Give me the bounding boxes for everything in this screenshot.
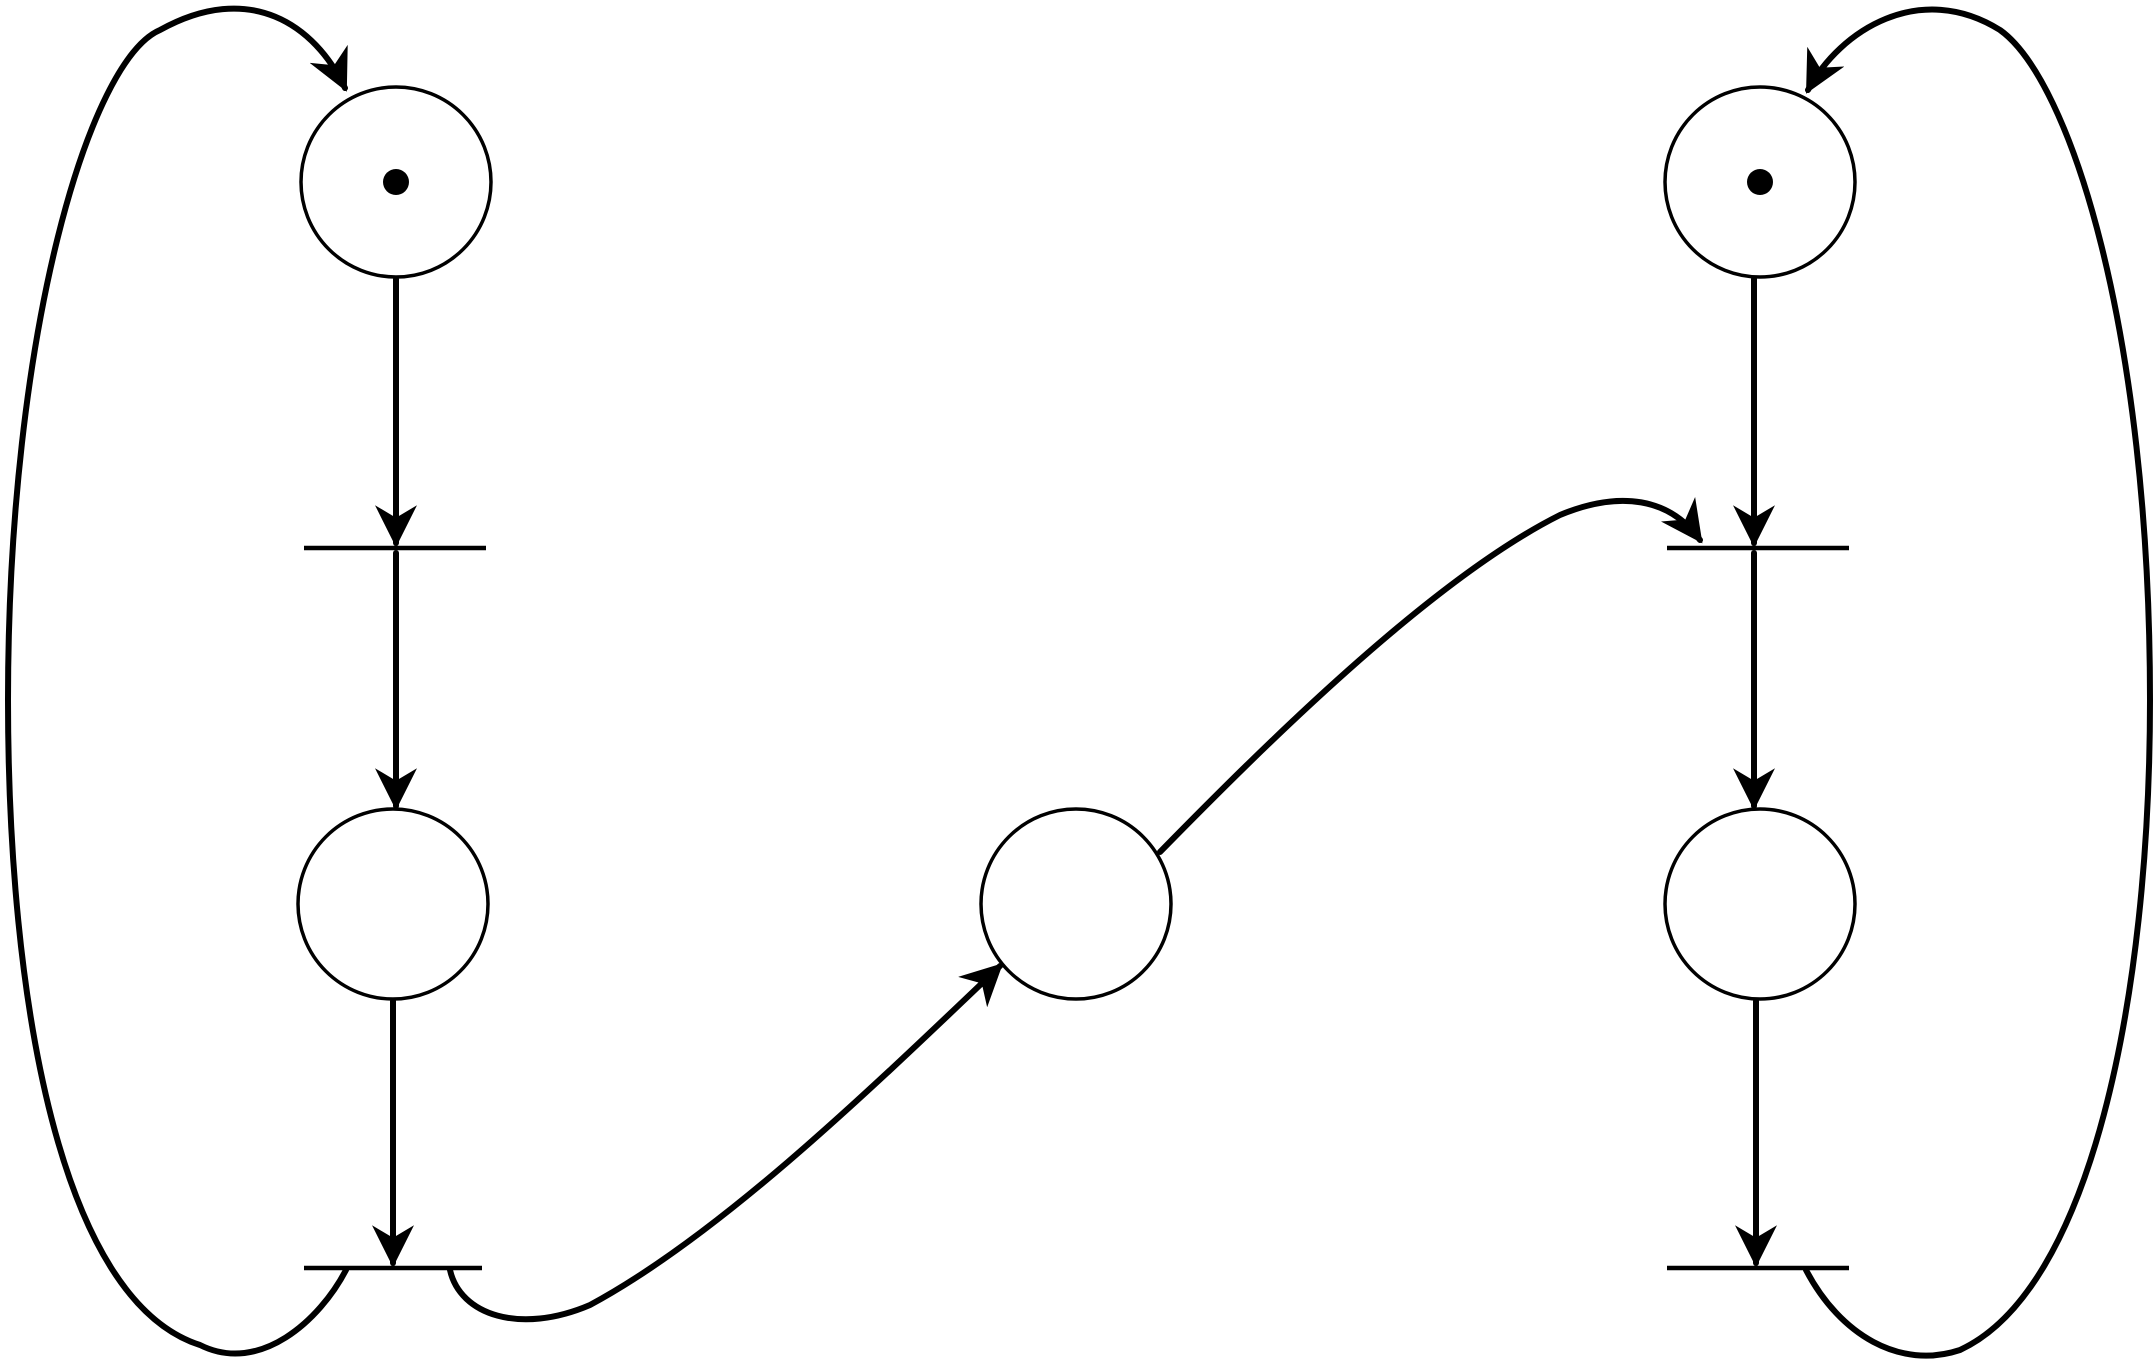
arc-p-center-shared-to-t-right-upper xyxy=(1157,497,1703,855)
arc-t-left-lower-to-p-center-shared xyxy=(447,963,1004,1323)
transitions-layer xyxy=(304,545,1849,1271)
place-circle xyxy=(296,807,490,1001)
place-p-right-top xyxy=(1663,85,1857,279)
place-circle xyxy=(1663,807,1857,1001)
place-p-left-bottom xyxy=(296,807,490,1001)
arcs-layer xyxy=(5,5,2153,1359)
place-circle xyxy=(979,807,1173,1001)
place-p-center-shared xyxy=(979,807,1173,1001)
token-dot xyxy=(383,169,409,195)
arc-t-right-lower-to-p-right-top xyxy=(1803,6,2153,1359)
place-p-right-bottom xyxy=(1663,807,1857,1001)
token-dot xyxy=(1747,169,1773,195)
place-p-left-top xyxy=(299,85,493,279)
places-layer xyxy=(296,85,1857,1001)
arc-t-left-lower-to-p-left-top xyxy=(5,5,349,1357)
